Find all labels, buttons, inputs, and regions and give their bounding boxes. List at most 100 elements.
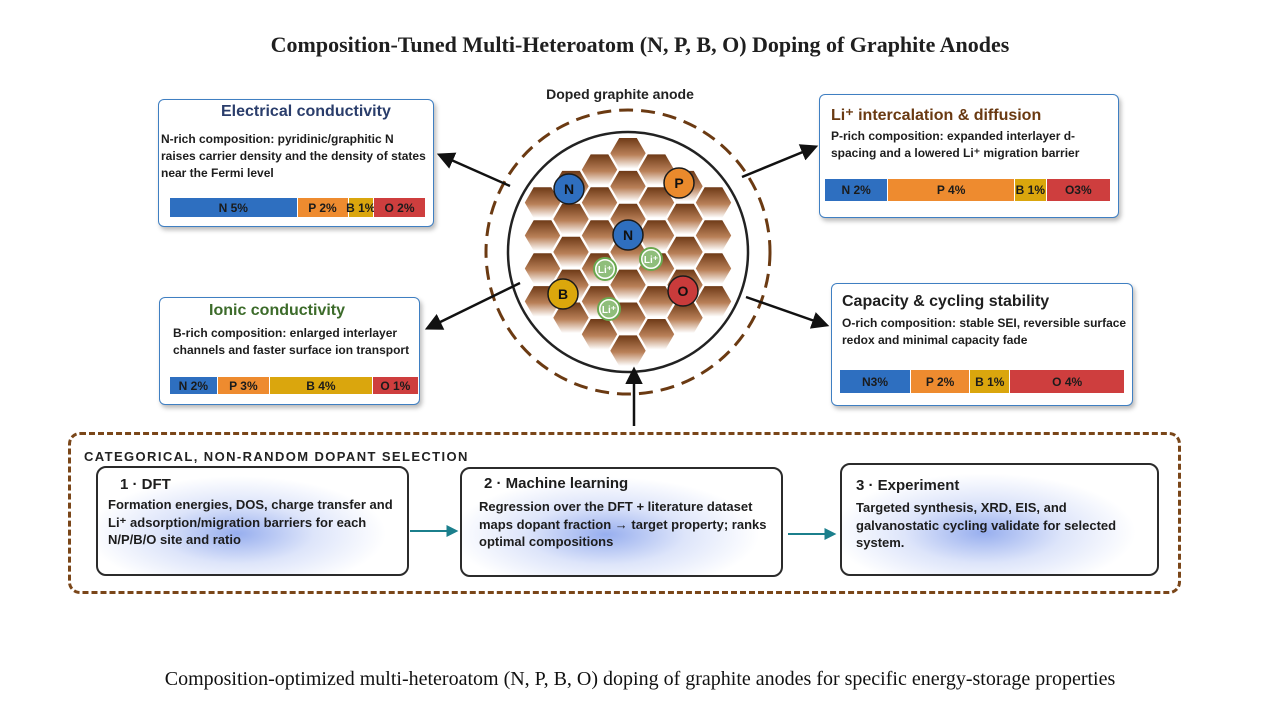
bar-segment-b: B 4% <box>270 377 373 394</box>
step-dft: 1 · DFT Formation energies, DOS, charge … <box>96 466 409 576</box>
atom-label: N <box>564 181 574 197</box>
atom-label: N <box>623 227 633 243</box>
atom-label: Li⁺ <box>644 255 658 266</box>
step-description: Targeted synthesis, XRD, EIS, and galvan… <box>856 500 1117 550</box>
atom-o: O <box>667 275 699 307</box>
bar-segment-p: P 2% <box>297 198 349 217</box>
step-title: 1 · DFT <box>120 476 171 493</box>
panel-title: Electrical conductivity <box>221 103 391 120</box>
graphite-hexagon <box>581 220 618 251</box>
atom-label: O <box>678 283 689 299</box>
center-label: Doped graphite anode <box>546 86 694 102</box>
composition-bar: N 2%P 3%B 4%O 1% <box>170 377 418 394</box>
bar-segment-o: O 2% <box>374 198 425 217</box>
panel-description: O-rich composition: stable SEI, reversib… <box>842 316 1127 347</box>
panel-title: Ionic conductivity <box>209 302 346 319</box>
atom-circle <box>663 167 695 199</box>
composition-bar: N 5%P 2%B 1%O 2% <box>170 198 425 217</box>
atom-core <box>600 300 618 318</box>
atom-core <box>642 250 660 268</box>
arrow-to-intercalation <box>741 144 819 179</box>
graphite-hexagon <box>638 187 675 218</box>
graphite-hexagon <box>638 286 675 317</box>
graphite-hexagon <box>638 319 675 350</box>
atom-label: P <box>674 175 683 191</box>
arrow-to-capacity <box>745 295 830 329</box>
dopant-atoms: N P N Li⁺ Li⁺ B O Li⁺ <box>547 167 699 321</box>
atom-p: P <box>663 167 695 199</box>
graphite-hexagon <box>695 253 732 284</box>
atom-li: Li⁺ <box>593 257 617 281</box>
graphite-hexagon <box>667 236 703 268</box>
step-experiment: 3 · Experiment Targeted synthesis, XRD, … <box>840 463 1159 576</box>
graphite-hexagon <box>638 220 675 251</box>
outer-dashed-ring <box>484 108 772 396</box>
panel-description: P-rich composition: expanded interlayer … <box>831 129 1080 160</box>
bar-segment-o: O 1% <box>372 377 418 394</box>
graphite-hexagon <box>610 170 646 202</box>
graphite-hexagon <box>553 236 589 268</box>
graphite-hexagon <box>524 253 561 284</box>
atom-n: N <box>612 219 644 251</box>
bar-segment-b: B 1% <box>970 370 1011 393</box>
dopant-selection-frame <box>68 432 1181 594</box>
atom-core <box>596 260 614 278</box>
graphite-hexagon <box>695 187 732 218</box>
bar-segment-o: O3% <box>1046 179 1110 201</box>
graphite-hexagon <box>553 302 589 334</box>
graphite-hexagon <box>553 203 589 235</box>
graphite-hexagon <box>610 138 646 169</box>
bar-segment-p: P 3% <box>217 377 271 394</box>
selection-title: CATEGORICAL, NON-RANDOM DOPANT SELECTION <box>84 449 469 464</box>
graphite-hexagon <box>581 154 618 185</box>
bar-segment-b: B 1% <box>1014 179 1047 201</box>
panel-title: Capacity & cycling stability <box>842 293 1050 310</box>
panel-capacity-cycling: Capacity & cycling stability O-rich comp… <box>831 283 1133 406</box>
bar-segment-o: O 4% <box>1010 370 1124 393</box>
panel-description: B-rich composition: enlarged interlayer … <box>173 326 410 357</box>
composition-bar: N3%P 2%B 1%O 4% <box>840 370 1124 393</box>
atom-label: Li⁺ <box>598 265 612 276</box>
graphite-hexagon <box>695 286 732 317</box>
atom-label: B <box>558 286 568 302</box>
step-title: 2 · Machine learning <box>484 475 629 492</box>
bar-segment-n: N 2% <box>825 179 889 201</box>
panel-description: N-rich composition: pyridinic/graphitic … <box>161 132 426 180</box>
panel-electrical-conductivity: Electrical conductivity N-rich compositi… <box>158 99 434 227</box>
atom-circle <box>553 173 585 205</box>
step-machine-learning: 2 · Machine learning Regression over the… <box>460 467 783 577</box>
atom-circle <box>667 275 699 307</box>
step-glow <box>842 465 1157 574</box>
atom-li: Li⁺ <box>597 297 621 321</box>
panel-li-intercalation: Li⁺ intercalation & diffusion P-rich com… <box>819 94 1119 218</box>
figure-caption: Composition-optimized multi-heteroatom (… <box>164 668 1116 690</box>
graphite-hexagon <box>524 187 561 218</box>
bar-segment-n: N 5% <box>170 198 298 217</box>
graphite-hexagon <box>667 203 703 235</box>
bar-segment-p: P 2% <box>911 370 971 393</box>
graphite-hexagon <box>610 269 646 301</box>
panel-ionic-conductivity: Ionic conductivity B-rich composition: e… <box>159 297 420 405</box>
atom-li: Li⁺ <box>639 247 663 271</box>
step-description: Regression over the DFT + literature dat… <box>479 499 767 549</box>
atom-circle <box>547 278 579 310</box>
bar-segment-p: P 4% <box>888 179 1015 201</box>
atom-b: B <box>547 278 579 310</box>
step-description: Formation energies, DOS, charge transfer… <box>108 497 393 547</box>
graphite-hexagon <box>667 302 703 334</box>
graphite-hexagon <box>581 319 618 350</box>
graphite-hexagon <box>695 220 732 251</box>
atom-circle <box>612 219 644 251</box>
step-title: 3 · Experiment <box>856 477 960 494</box>
bar-segment-n: N 2% <box>170 377 218 394</box>
bar-segment-n: N3% <box>840 370 911 393</box>
arrow-to-ionic <box>424 281 521 330</box>
graphite-hexagon <box>581 187 618 218</box>
step-glow <box>98 468 407 574</box>
bar-segment-b: B 1% <box>346 198 375 217</box>
atom-n: N <box>553 173 585 205</box>
panel-title: Li⁺ intercalation & diffusion <box>831 107 1042 124</box>
atom-label: Li⁺ <box>602 305 616 316</box>
composition-bar: N 2%P 4%B 1%O3% <box>825 179 1110 201</box>
